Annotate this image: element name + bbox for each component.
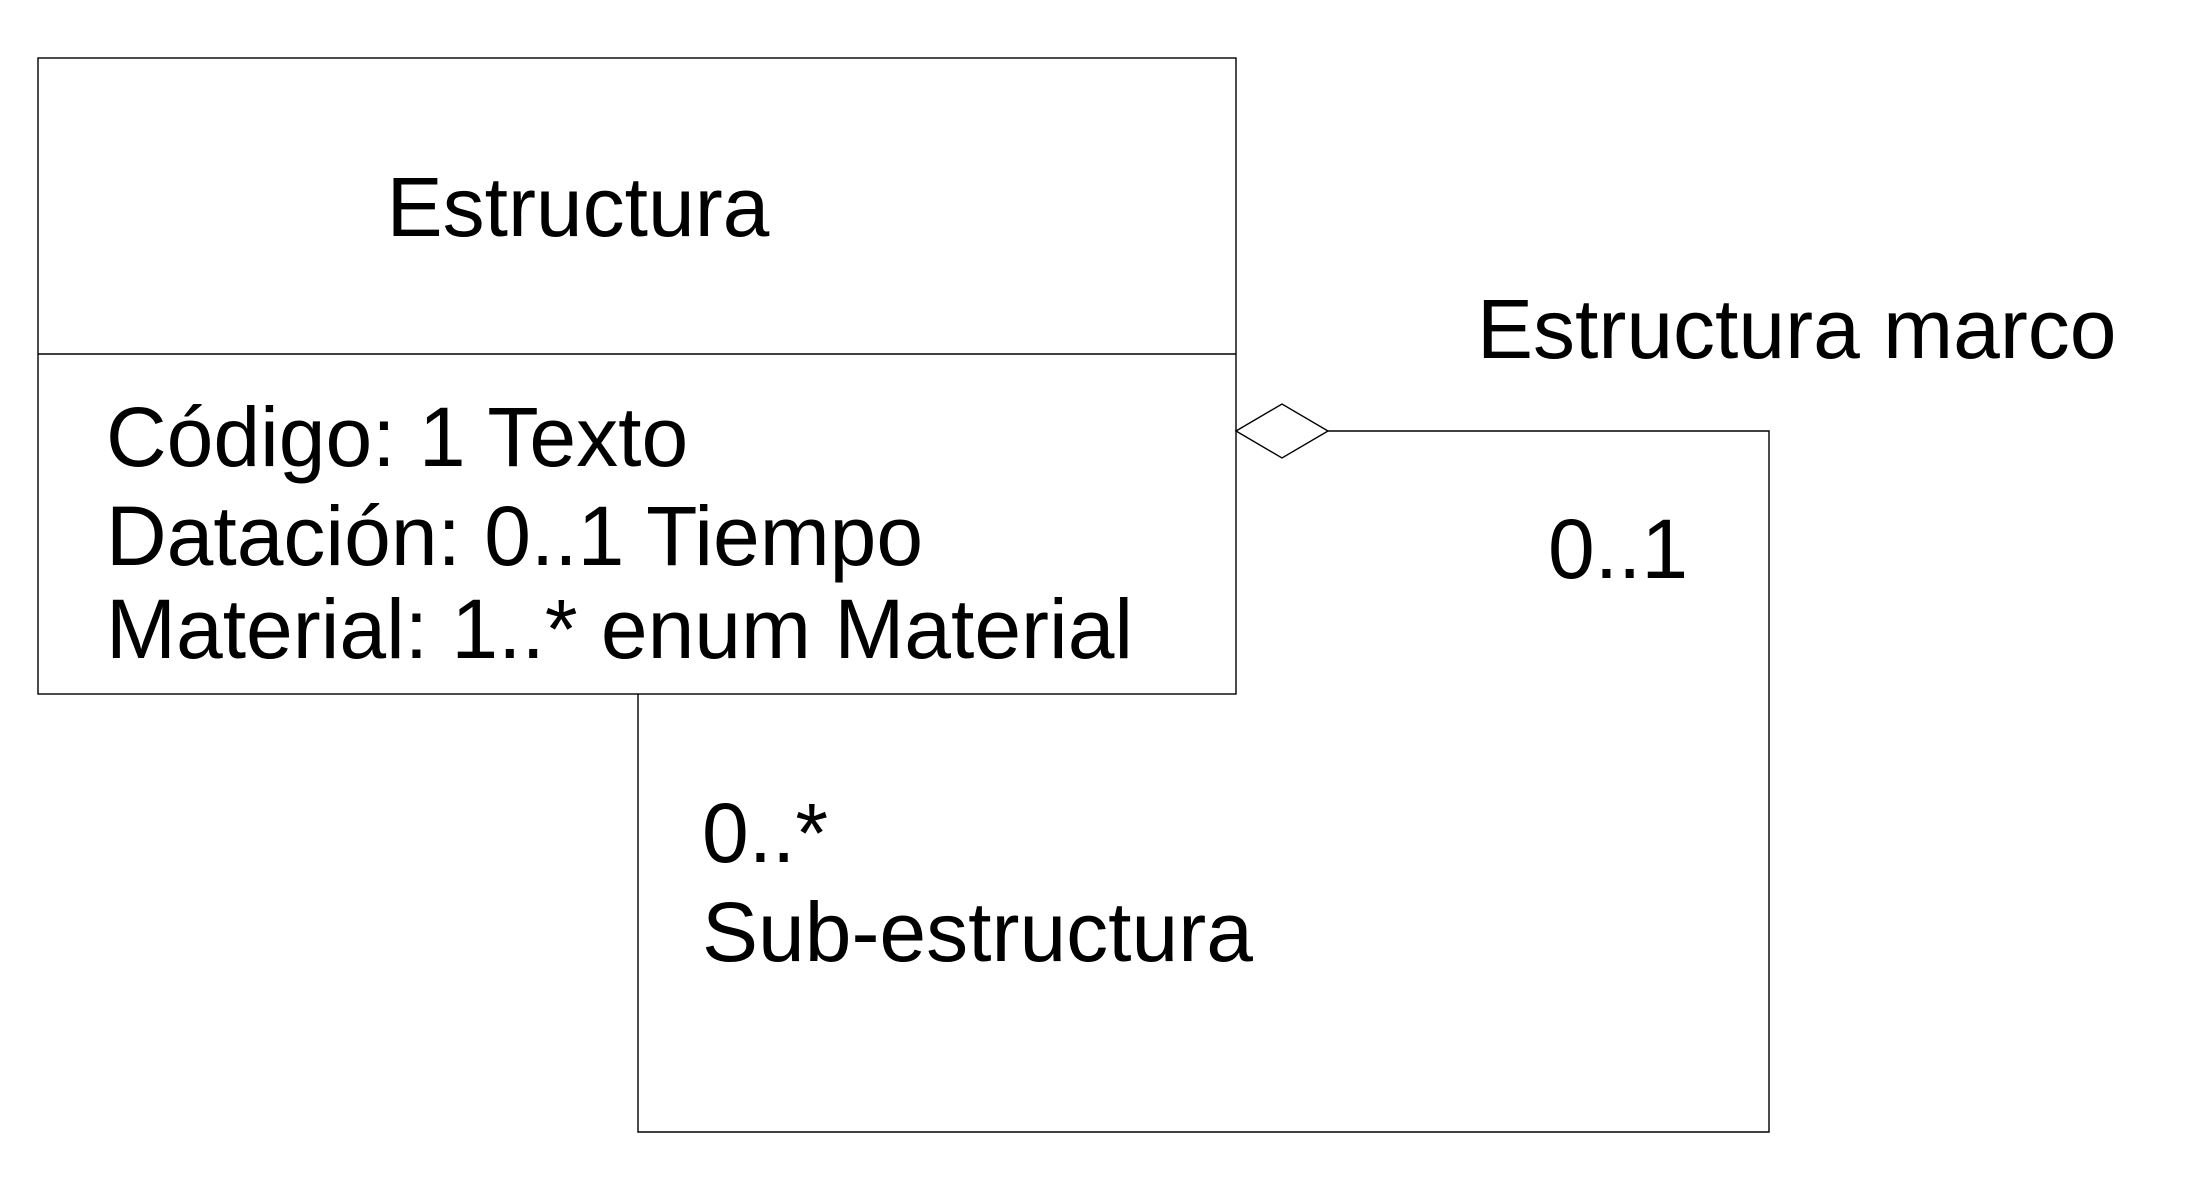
class-attribute-material: Material: 1..* enum Material <box>106 582 1133 676</box>
class-attribute-codigo: Código: 1 Texto <box>106 390 688 484</box>
role-parent-label: Estructura marco <box>1477 282 2117 376</box>
multiplicity-child-label: 0..* <box>702 786 828 880</box>
aggregation-diamond <box>1234 403 1330 459</box>
class-attribute-datacion: Datación: 0..1 Tiempo <box>106 489 923 583</box>
class-box <box>37 57 1237 695</box>
association-line <box>637 430 1770 1133</box>
class-name: Estructura <box>387 160 770 254</box>
class-estructura[interactable]: Estructura Código: 1 Texto Datación: 0..… <box>37 57 1237 695</box>
multiplicity-parent-label: 0..1 <box>1548 502 1688 596</box>
role-child-label: Sub-estructura <box>702 885 1253 979</box>
self-aggregation-association[interactable]: Estructura marco 0..1 0..* Sub-estructur… <box>637 282 2117 1133</box>
